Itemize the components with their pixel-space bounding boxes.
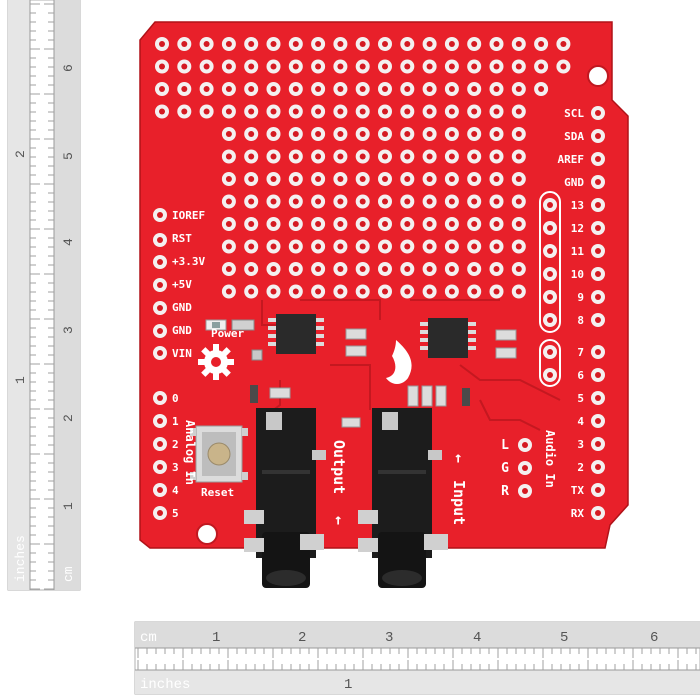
header-label: RST [172, 232, 192, 245]
audio-channel-label: G [501, 461, 509, 476]
header-label: +3.3V [172, 255, 205, 268]
header-label: 2 [172, 438, 179, 451]
reset-button [190, 425, 248, 483]
header-label: IOREF [172, 209, 205, 222]
ruler-cm-label: 2 [61, 414, 76, 422]
header-label: 5 [577, 392, 584, 405]
header-label: 13 [571, 199, 584, 212]
header-label: GND [564, 176, 584, 189]
ruler-cm-label: 5 [560, 630, 568, 646]
header-label: SDA [564, 130, 584, 143]
header-label: 2 [577, 461, 584, 474]
ruler-inch-label: 2 [13, 150, 28, 158]
ruler-inch-label: 1 [344, 677, 352, 693]
gear-icon [198, 344, 234, 380]
ruler-cm-label: 5 [61, 152, 76, 160]
audio-channel-label: R [501, 484, 509, 499]
ic-chip [268, 314, 324, 354]
power-label: Power [211, 327, 244, 340]
horizontal-cm-unit: cm [140, 630, 157, 646]
header-label: AREF [558, 153, 585, 166]
ruler-cm-label: 3 [61, 326, 76, 334]
horizontal-ruler: cm 1 2 3 4 5 6 inches 1 [134, 621, 700, 695]
ruler-inch-label: 1 [13, 376, 28, 384]
output-arrow: ← [330, 516, 348, 525]
input-label: Input [450, 480, 468, 525]
input-arrow: ← [450, 454, 468, 463]
ruler-cm-label: 4 [473, 630, 481, 646]
vertical-ruler: 6 5 4 3 2 1 cm 2 1 inches [7, 0, 81, 591]
header-label: 4 [577, 415, 584, 428]
header-label: GND [172, 301, 192, 314]
header-label: 9 [577, 291, 584, 304]
ruler-cm-label: 6 [61, 64, 76, 72]
flame-logo-icon [386, 340, 412, 384]
header-label: 12 [571, 222, 584, 235]
header-label: 3 [172, 461, 179, 474]
output-label: Output [330, 440, 348, 494]
analog-in-label: Analog In [183, 420, 197, 485]
input-audio-jack [358, 408, 448, 588]
header-label: 4 [172, 484, 179, 497]
ruler-cm-label: 1 [212, 630, 220, 646]
header-label: 0 [172, 392, 179, 405]
output-audio-jack [244, 408, 326, 588]
header-label: 10 [571, 268, 584, 281]
ruler-cm-label: 6 [650, 630, 658, 646]
header-label: GND [172, 324, 192, 337]
header-label: 7 [577, 346, 584, 359]
ruler-cm-label: 4 [61, 238, 76, 246]
header-label: +5V [172, 278, 192, 291]
vertical-cm-unit: cm [61, 566, 76, 582]
header-label: 1 [172, 415, 179, 428]
ic-chip [420, 318, 476, 358]
header-label: 3 [577, 438, 584, 451]
mounting-hole [196, 523, 218, 545]
header-label: 5 [172, 507, 179, 520]
header-label: 8 [577, 314, 584, 327]
ruler-cm-label: 3 [385, 630, 393, 646]
audio-in-label: Audio In [543, 430, 557, 488]
header-label: VIN [172, 347, 192, 360]
ruler-cm-label: 1 [61, 502, 76, 510]
vertical-inch-unit: inches [13, 535, 28, 582]
horizontal-inch-unit: inches [140, 677, 190, 693]
reset-label: Reset [201, 486, 234, 499]
header-label: 11 [571, 245, 585, 258]
smd-components [205, 319, 517, 428]
header-label: SCL [564, 107, 584, 120]
prototyping-grid [155, 37, 571, 299]
ruler-cm-label: 2 [298, 630, 306, 646]
header-label: RX [571, 507, 585, 520]
header-label: 6 [577, 369, 584, 382]
audio-channel-label: L [501, 438, 509, 453]
header-label: TX [571, 484, 585, 497]
mounting-hole [587, 65, 609, 87]
